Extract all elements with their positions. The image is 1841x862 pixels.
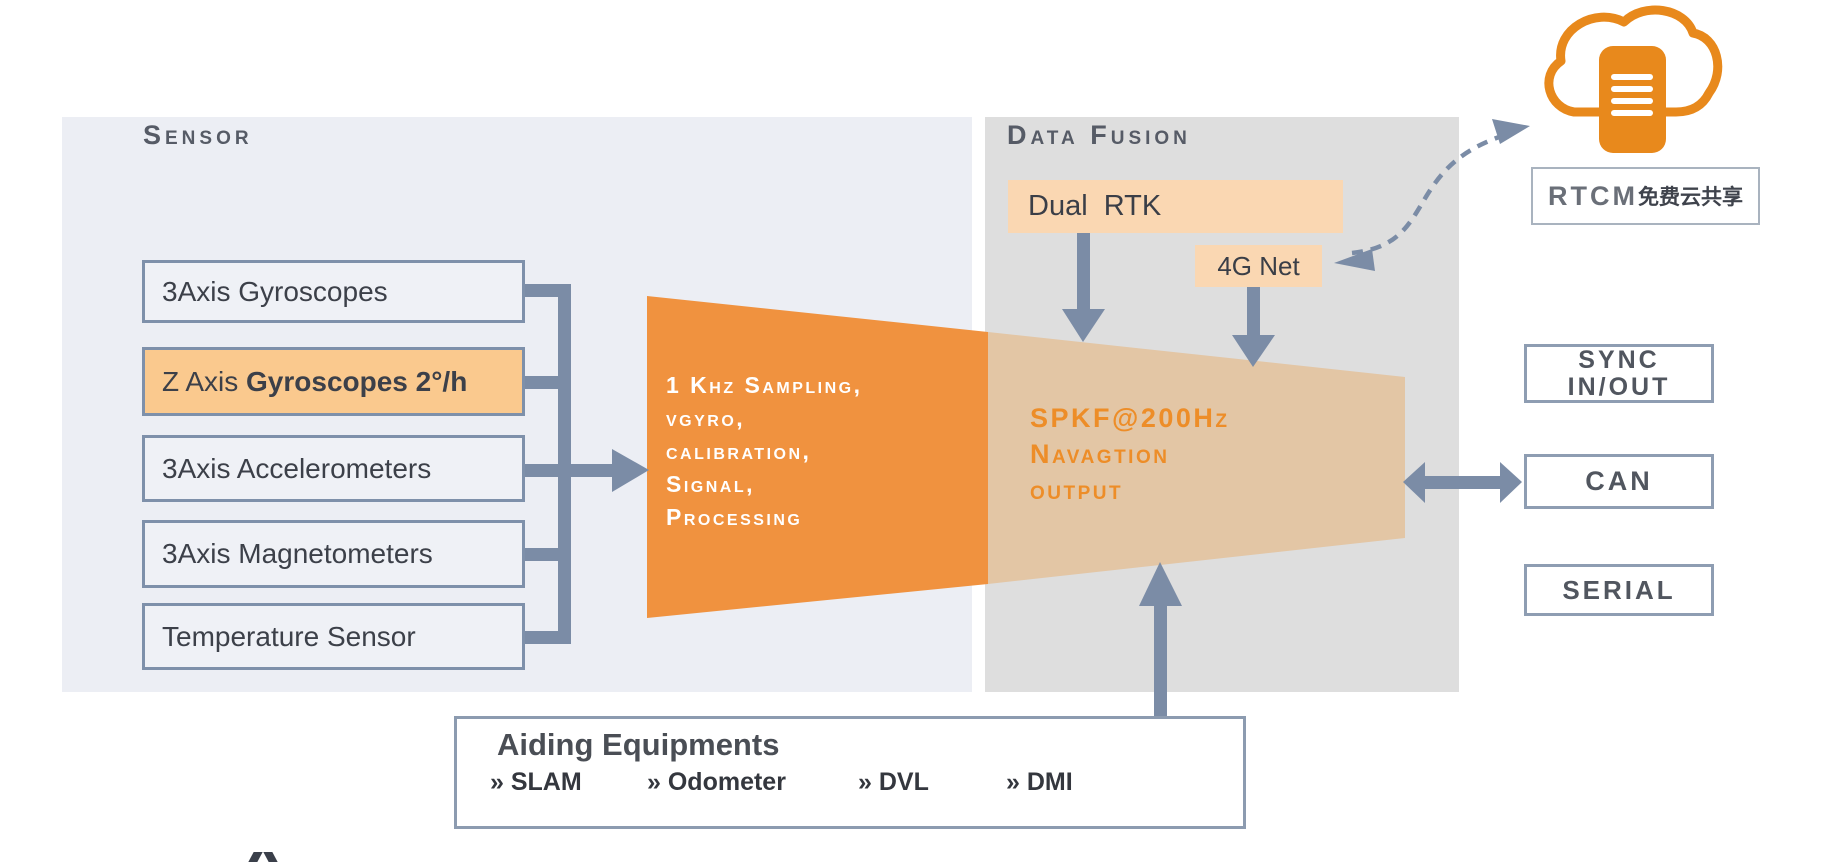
spkf-output-text: SPKF@200Hz Navagtion output — [1030, 400, 1370, 508]
dual-rtk-arrow — [1062, 233, 1105, 342]
cloud-server-icon — [1544, 5, 1723, 153]
aiding-up-arrow — [1139, 562, 1182, 722]
processing-line: Processing — [666, 504, 803, 530]
g4-net-box: 4G Net — [1195, 245, 1322, 287]
sync-inout-box: SYNC IN/OUT — [1524, 344, 1714, 403]
processing-line: calibration, — [666, 438, 812, 464]
rtcm-label: RTCM — [1548, 180, 1638, 211]
rtcm-label-chinese: 免费云共享 — [1637, 186, 1743, 209]
serial-label: SERIAL — [1562, 574, 1676, 605]
sync-inout-label: IN/OUT — [1567, 372, 1671, 401]
dual-rtk-label: Dual RTK — [1028, 190, 1162, 222]
spkf-line: Navagtion — [1030, 439, 1170, 469]
spkf-line: SPKF@200Hz — [1030, 403, 1230, 433]
sensor-box-label: Temperature Sensor — [162, 620, 416, 652]
sensor-box-magnetometers: 3Axis Magnetometers — [142, 520, 525, 588]
serial-box: SERIAL — [1524, 564, 1714, 616]
sensor-box-label-bold: Gyroscopes 2°/h — [246, 365, 468, 397]
processing-line: Signal, — [666, 471, 756, 497]
can-double-arrow — [1403, 462, 1522, 503]
g4-net-arrow — [1232, 287, 1275, 367]
rtcm-dashed-arrow — [1334, 119, 1530, 271]
sensor-box-label: 3Axis Magnetometers — [162, 538, 433, 569]
aiding-equipments-box — [454, 716, 1246, 829]
fusion-funnel — [988, 332, 1405, 584]
sensor-box-label: Z Axis — [162, 365, 247, 397]
data-fusion-panel-title: Data Fusion — [1007, 120, 1191, 150]
sensor-box-label: 3Axis Gyroscopes — [162, 275, 388, 307]
processing-funnel-text: 1 Khz Sampling, vgyro, calibration, Sign… — [666, 369, 986, 534]
sensor-box-label: 3Axis Accelerometers — [162, 452, 432, 484]
aiding-item-dvl: » DVL — [858, 768, 929, 796]
processing-line: vgyro, — [666, 405, 746, 431]
sensor-box-temperature: Temperature Sensor — [142, 603, 525, 670]
g4-net-label: 4G Net — [1217, 250, 1300, 281]
processing-line: 1 Khz Sampling, — [666, 372, 863, 398]
dual-rtk-box: Dual RTK — [1008, 180, 1343, 233]
sensor-panel-title: Sensor — [143, 120, 253, 150]
sensor-box-zaxis-gyroscope: Z Axis Gyroscopes 2°/h — [142, 347, 525, 416]
can-label: CAN — [1585, 466, 1653, 496]
aiding-equipments-title: Aiding Equipments — [497, 727, 780, 762]
sensors-to-processing-arrow — [522, 449, 649, 492]
aiding-item-slam: » SLAM — [490, 768, 582, 796]
can-box: CAN — [1524, 454, 1714, 509]
processing-funnel — [647, 296, 988, 618]
sensor-box-gyroscopes: 3Axis Gyroscopes — [142, 260, 525, 323]
aiding-item-dmi: » DMI — [1006, 768, 1073, 796]
sensor-box-accelerometers: 3Axis Accelerometers — [142, 435, 525, 502]
aiding-item-odometer: » Odometer — [647, 768, 786, 796]
sync-label: SYNC — [1578, 345, 1660, 374]
spkf-line: output — [1030, 475, 1124, 505]
sensor-bracket-connector — [522, 284, 571, 644]
